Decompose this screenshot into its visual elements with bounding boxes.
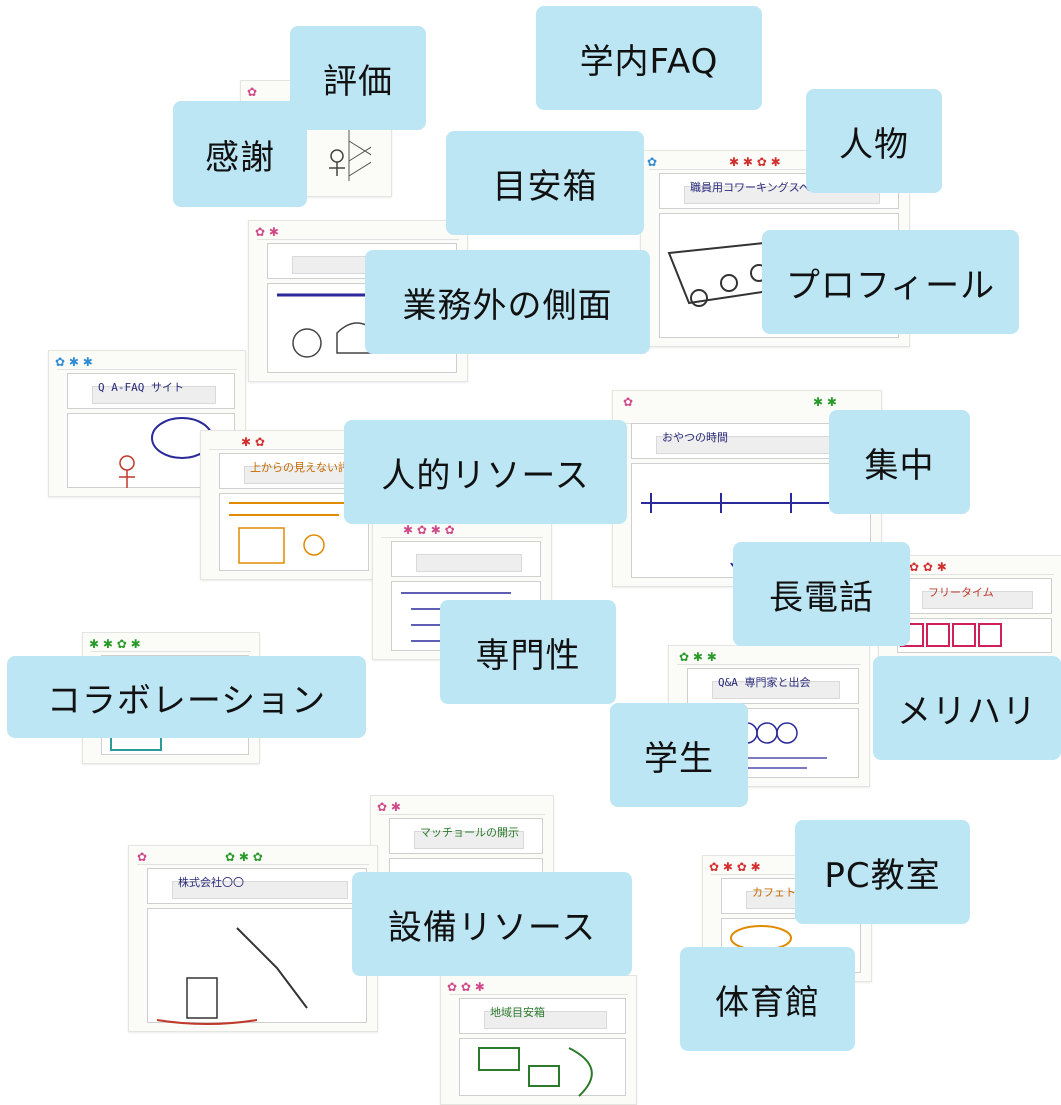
keyword-card-collaboration: コラボレーション	[7, 656, 366, 738]
sketch-sheet: ✿ ✿ ✱ ✿ 株式会社〇〇	[128, 845, 378, 1032]
keyword-card-label: 目安箱	[492, 166, 598, 207]
sheet-idea-text: 株式会社〇〇	[178, 876, 244, 889]
star-icon: ✿	[647, 155, 658, 169]
star-icon: ✿ ✱ ✱	[679, 650, 717, 664]
star-icon: ✿	[137, 850, 148, 864]
star-icon: ✿ ✿ ✱	[447, 980, 485, 994]
keyword-card-label: 学生	[644, 738, 714, 779]
sketch-drawing	[229, 502, 349, 564]
keyword-card-gakusei: 学生	[610, 703, 748, 807]
keyword-card-jinteki: 人的リソース	[344, 420, 627, 524]
keyword-card-label: コラボレーション	[46, 680, 327, 721]
star-icon: ✿ ✱ ✿	[225, 850, 263, 864]
sheet-idea-text: 地域目安箱	[490, 1006, 545, 1019]
keyword-card-label: 設備リソース	[387, 907, 597, 948]
star-icon: ✿ ✱	[377, 800, 401, 814]
keyword-card-meyasubako: 目安箱	[446, 131, 644, 235]
star-icon: ✱ ✱	[813, 395, 837, 409]
sketch-drawing	[329, 120, 371, 181]
sketch-drawing	[156, 927, 308, 1025]
star-icon: ✱ ✿	[241, 435, 265, 449]
keyword-card-label: PC教室	[824, 855, 941, 896]
keyword-card-label: 体育館	[715, 982, 820, 1023]
sketch-sheet: ✿ ✿ ✱ 地域目安箱	[440, 975, 637, 1105]
keyword-card-label: 集中	[864, 445, 935, 486]
keyword-card-pc: PC教室	[795, 820, 970, 924]
sheet-idea-text: カフェト	[752, 886, 796, 899]
keyword-card-shuuchuu: 集中	[829, 410, 970, 514]
keyword-card-label: 長電話	[769, 577, 874, 618]
star-icon: ✿ ✱ ✱	[55, 355, 93, 369]
sheet-idea-text: フリータイム	[928, 586, 994, 599]
sketch-drawing	[900, 623, 1002, 647]
keyword-card-kansha: 感謝	[173, 101, 307, 207]
sheet-idea-text: おやつの時間	[662, 431, 728, 444]
keyword-card-profile: プロフィール	[762, 230, 1019, 334]
keyword-card-label: 人物	[839, 124, 909, 165]
keyword-card-gakunai-faq: 学内FAQ	[536, 6, 762, 110]
star-icon: ✿	[623, 395, 634, 409]
sheet-idea-text: マッチョールの開示	[420, 826, 519, 839]
keyword-card-senmonsei: 専門性	[440, 600, 616, 704]
keyword-card-gyoumugai: 業務外の側面	[365, 250, 650, 354]
keyword-card-merihari: メリハリ	[873, 656, 1061, 760]
star-icon: ✱ ✱ ✿ ✱	[729, 155, 781, 169]
keyword-card-label: 人的リソース	[381, 455, 590, 496]
star-icon: ✿ ✿ ✱	[909, 560, 947, 574]
star-icon: ✿	[247, 85, 258, 99]
star-icon: ✱ ✿ ✱ ✿	[403, 523, 455, 537]
star-icon: ✿ ✱ ✿ ✱	[709, 860, 761, 874]
sketch-drawing	[478, 1047, 593, 1097]
keyword-card-label: 評価	[323, 61, 393, 102]
keyword-card-setsubi: 設備リソース	[352, 872, 632, 976]
sheet-idea-text: Q A-FAQ サイト	[98, 381, 184, 394]
star-icon: ✿ ✱	[255, 225, 279, 239]
keyword-card-label: メリハリ	[897, 691, 1037, 732]
keyword-card-choudenwa: 長電話	[733, 542, 910, 646]
star-icon: ✱ ✱ ✿ ✱	[89, 637, 141, 651]
sheet-idea-text: Q&A 専門家と出会	[718, 676, 811, 689]
sheet-idea-text: 上からの見えない評価	[250, 461, 360, 474]
keyword-card-label: 専門性	[475, 635, 581, 676]
keyword-card-taiikukan: 体育館	[680, 947, 855, 1051]
keyword-card-hyouka: 評価	[290, 26, 426, 130]
keyword-card-label: プロフィール	[785, 265, 996, 306]
keyword-card-label: 業務外の側面	[402, 285, 613, 326]
keyword-card-label: 学内FAQ	[579, 41, 719, 82]
keyword-card-label: 感謝	[205, 137, 275, 178]
sheet-idea-text: 職員用コワーキングスペース	[690, 181, 832, 194]
keyword-card-jinbutsu: 人物	[806, 89, 942, 193]
